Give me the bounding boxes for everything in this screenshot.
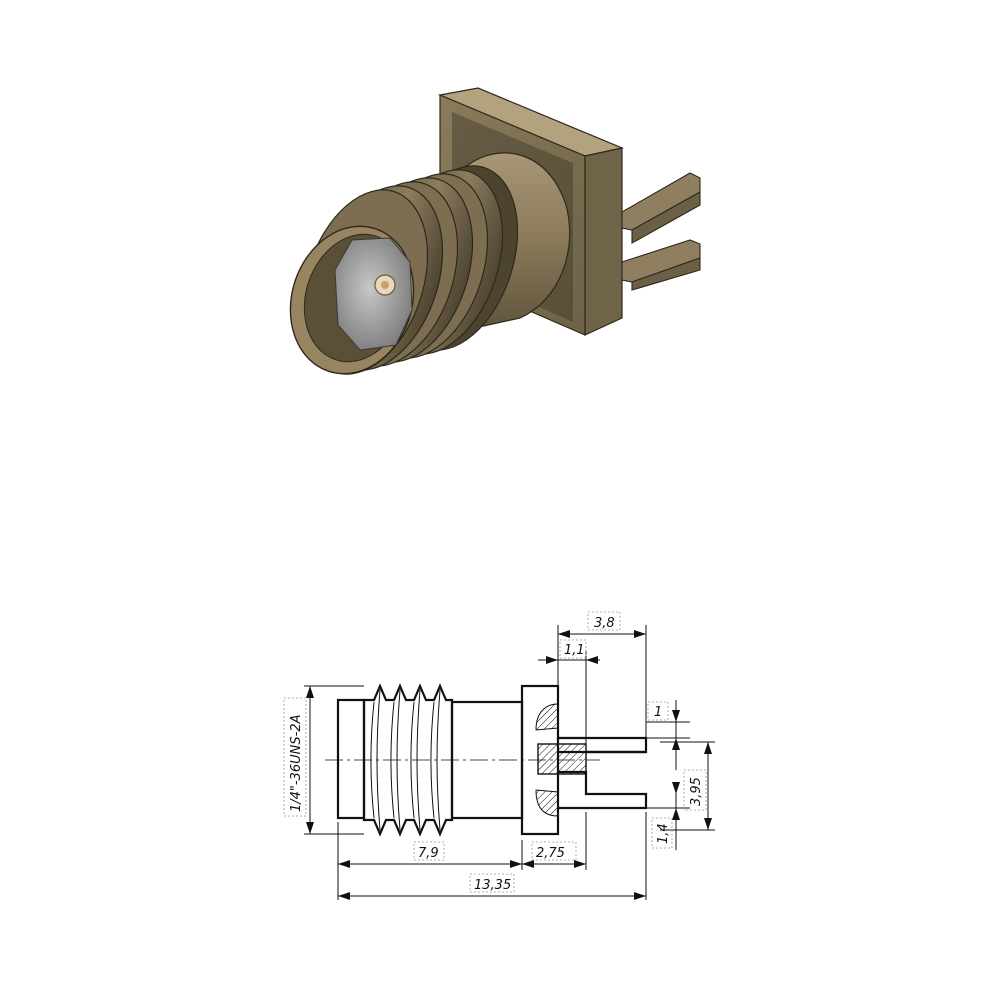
dim-thread: 1/4"-36UNS-2A (289, 715, 304, 812)
dim-3-95: 3,95 (689, 777, 704, 806)
dim-13-35: 13,35 (474, 878, 511, 893)
isometric-view (289, 87, 701, 375)
technical-drawing: 3,8 1,1 1 3,95 1,4 1/4"-36UNS-2A 7,9 2,7… (283, 611, 715, 900)
nose-outline (336, 698, 366, 820)
dim-2-75: 2,75 (536, 846, 565, 861)
dimension-labels: 3,8 1,1 1 3,95 1,4 1/4"-36UNS-2A 7,9 2,7… (283, 611, 707, 893)
front-face (289, 225, 415, 375)
dim-1-4: 1,4 (656, 823, 671, 844)
thread-outline (362, 683, 454, 837)
lower-leg (558, 770, 648, 810)
dim-3-8: 3,8 (594, 616, 615, 631)
dimension-arrows (306, 630, 712, 900)
dim-1: 1 (654, 705, 662, 720)
dimension-lines (304, 625, 715, 900)
dim-1-1: 1,1 (564, 643, 585, 658)
pcb-legs (621, 172, 701, 291)
dim-7-9: 7,9 (418, 846, 439, 861)
